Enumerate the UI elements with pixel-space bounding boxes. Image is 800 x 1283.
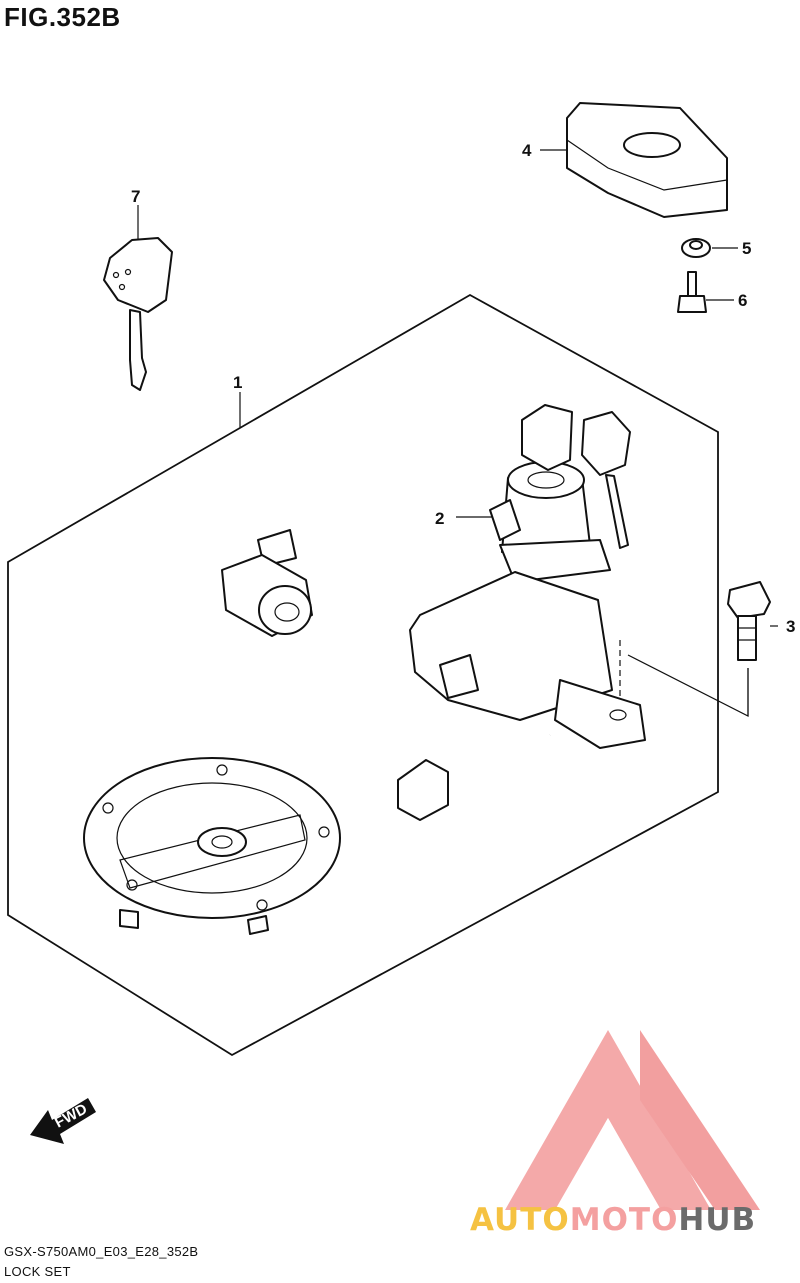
part-6-bolt [677, 271, 707, 313]
callout-5: 5 [742, 239, 751, 258]
part-5-nut [681, 238, 711, 258]
forward-direction-arrow: FWD [30, 1098, 96, 1144]
watermark-word-hub: HUB [678, 1202, 756, 1238]
part-3-bolt [727, 581, 771, 661]
figure-title: FIG.352B [4, 2, 121, 32]
part-4-cover [566, 102, 728, 218]
callout-7: 7 [131, 187, 140, 206]
leader-lines [137, 149, 778, 717]
model-code-caption: GSX-S750AM0_E03_E28_352B [4, 1244, 199, 1259]
fuel-cap-lock [83, 757, 341, 935]
watermark-logo [505, 1030, 760, 1210]
callout-3: 3 [786, 617, 795, 636]
part-7-key [103, 237, 173, 391]
lock-set-boundary [7, 293, 719, 1057]
callout-1: 1 [233, 373, 242, 392]
callout-6: 6 [738, 291, 747, 310]
seat-lock-cylinder [221, 529, 313, 637]
watermark-word-auto: AUTO [470, 1202, 570, 1238]
part-2-ignition-switch [397, 404, 646, 862]
watermark-word-moto: MOTO [570, 1202, 679, 1238]
watermark-wordmark: AUTOMOTOHUB [470, 1202, 756, 1238]
part-name-caption: LOCK SET [4, 1264, 71, 1279]
callout-2: 2 [435, 509, 444, 528]
callout-4: 4 [522, 141, 532, 160]
